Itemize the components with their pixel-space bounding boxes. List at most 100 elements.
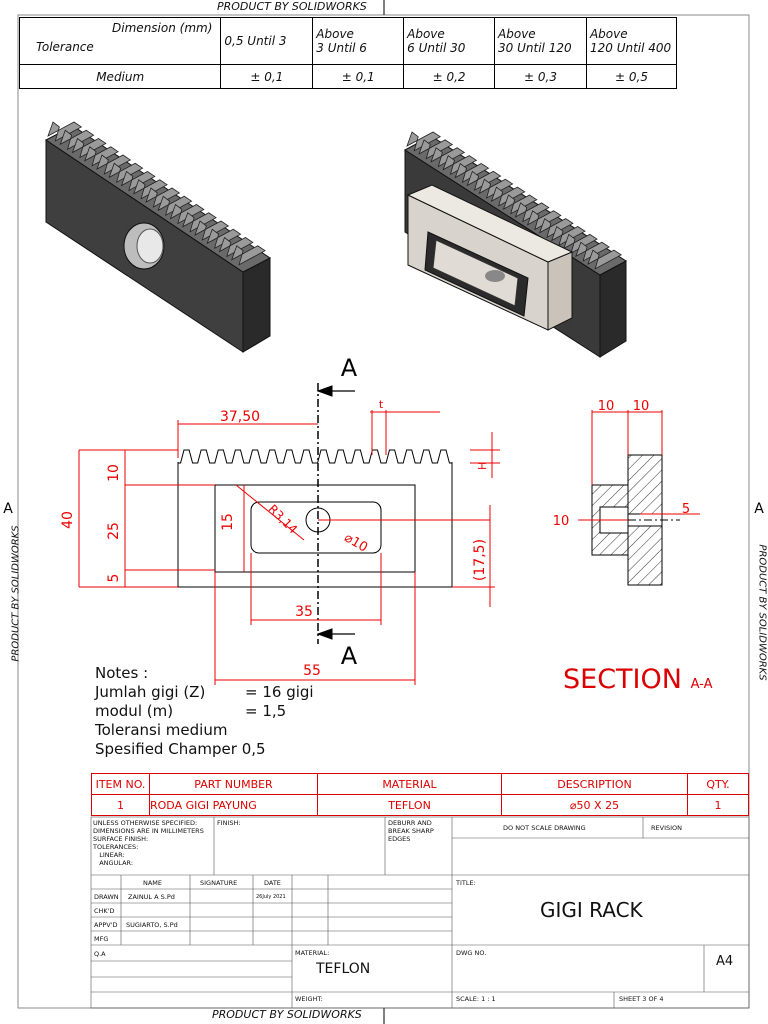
section-dimensions: [578, 410, 700, 521]
tb-title-label: TITLE:: [456, 879, 476, 887]
tb-role: MFG: [94, 935, 109, 943]
banner-bottom: PRODUCT BY SOLIDWORKS: [212, 1008, 362, 1021]
header-tolerance: Tolerance: [36, 40, 94, 54]
tb-general-notes: UNLESS OTHERWISE SPECIFIED: DIMENSIONS A…: [93, 819, 204, 867]
bom-header: DESCRIPTION: [501, 773, 688, 795]
header-dimension: Dimension (mm): [112, 21, 213, 35]
dim-15: 15: [220, 513, 236, 531]
section-dim-10b: 10: [633, 399, 650, 414]
tb-col-signature: SIGNATURE: [200, 879, 238, 887]
note-line: Jumlah gigi (Z) = 16 gigi: [95, 683, 314, 702]
tolerance-value: ± 0,2: [403, 64, 496, 89]
tolerance-value: ± 0,3: [494, 64, 587, 89]
rack-tooth: [587, 249, 622, 270]
tb-role: APPV'D: [94, 921, 118, 929]
tb-scale: SCALE: 1 : 1: [456, 995, 496, 1003]
range-label: 0,5 Until 3: [224, 34, 287, 48]
dim-r3: R3,14: [265, 502, 300, 537]
range-label: Above 3 Until 6: [316, 27, 367, 55]
tb-finish: FINISH:: [217, 819, 241, 827]
bom-cell: 1: [91, 794, 150, 816]
iso-view-rack-section: [404, 131, 627, 358]
section-dim-10c: 10: [553, 514, 570, 529]
front-dimensions: [78, 410, 500, 685]
section-dim-5: 5: [682, 502, 690, 517]
bom-cell: TEFLON: [317, 794, 502, 816]
bom-header: QTY.: [687, 773, 749, 795]
tb-title: GIGI RACK: [540, 898, 643, 922]
dim-35: 35: [295, 604, 313, 620]
side-banner-right: PRODUCT BY SOLIDWORKS: [756, 544, 768, 681]
tb-role: CHK'D: [94, 907, 115, 915]
dim-37-50: 37,50: [220, 409, 260, 425]
tb-name: ZAINUL A S.Pd: [128, 893, 175, 901]
bom-header: MATERIAL: [317, 773, 502, 795]
tb-deburr: DEBURR AND BREAK SHARP EDGES: [388, 819, 434, 843]
note-line: Toleransi medium: [95, 721, 314, 740]
bom-header: ITEM NO.: [91, 773, 150, 795]
range-label: Above 6 Until 30: [407, 27, 466, 55]
bom-cell: RODA GIGI PAYUNG: [149, 794, 318, 816]
range-cell: 0,5 Until 3: [220, 17, 314, 65]
side-banner-left: PRODUCT BY SOLIDWORKS: [10, 525, 22, 662]
dim-55: 55: [303, 663, 321, 679]
bom-header: PART NUMBER: [149, 773, 318, 795]
dim-17-5: (17,5): [472, 539, 488, 581]
tolerance-table: Dimension (mm) Tolerance 0,5 Until 3 Abo…: [18, 17, 678, 89]
iso-view-rack-front: [45, 121, 271, 353]
tb-do-not-scale: DO NOT SCALE DRAWING: [503, 824, 586, 832]
range-label: Above 120 Until 400: [589, 27, 672, 55]
bom-cell: ⌀50 X 25: [501, 794, 688, 816]
section-arrows: [316, 385, 355, 640]
note-value: = 1,5: [245, 702, 287, 720]
tb-sheet: SHEET 3 OF 4: [619, 995, 664, 1003]
range-cell: Above 6 Until 30: [403, 17, 496, 65]
tolerance-value: ± 0,5: [585, 64, 678, 89]
tolerance-value: ± 0,1: [220, 64, 314, 89]
tb-weight-label: WEIGHT:: [295, 995, 323, 1003]
section-title-word: SECTION: [563, 664, 682, 695]
zone-letter-right: A: [754, 501, 764, 517]
tb-role: Q.A: [94, 950, 106, 958]
dim-25: 25: [106, 522, 122, 540]
note-value: = 16 gigi: [245, 683, 314, 701]
tb-col-date: DATE: [264, 879, 281, 887]
note-label: Jumlah gigi (Z): [95, 683, 206, 701]
tb-size: A4: [716, 954, 734, 969]
banner-top: PRODUCT BY SOLIDWORKS: [217, 0, 367, 13]
range-cell: Above 3 Until 6: [312, 17, 405, 65]
rack-tooth: [231, 245, 266, 266]
tb-material-label: MATERIAL:: [295, 949, 330, 957]
tb-role: DRAWN: [94, 893, 119, 901]
tolerance-value: ± 0,1: [312, 64, 405, 89]
range-cell: Above 120 Until 400: [585, 17, 678, 65]
bill-of-materials: ITEM NO. PART NUMBER MATERIAL DESCRIPTIO…: [91, 773, 749, 816]
row-label-medium: Medium: [18, 64, 222, 89]
section-marker-top: A: [341, 354, 358, 382]
dim-phi10: ⌀10: [341, 530, 370, 555]
section-title: SECTION A-A: [563, 664, 712, 695]
dim-5: 5: [106, 574, 122, 583]
bom-cell: 1: [687, 794, 749, 816]
range-label: Above 30 Until 120: [498, 27, 572, 55]
tb-material: TEFLON: [316, 961, 371, 977]
note-label: Toleransi medium: [95, 721, 228, 739]
note-line: modul (m) = 1,5: [95, 702, 314, 721]
front-view: [177, 383, 453, 644]
note-line: Spesified Champer 0,5: [95, 740, 314, 759]
tb-revision: REVISION: [651, 824, 683, 832]
tolerance-header-cell: Dimension (mm) Tolerance: [18, 17, 222, 65]
notes-block: Notes : Jumlah gigi (Z) = 16 gigi modul (…: [95, 664, 314, 759]
dim-10: 10: [106, 464, 122, 482]
notes-title: Notes :: [95, 664, 149, 682]
range-cell: Above 30 Until 120: [494, 17, 587, 65]
tb-col-name: NAME: [143, 879, 163, 887]
tb-name: SUGIARTO, S.Pd: [126, 921, 178, 929]
section-title-suffix: A-A: [690, 677, 713, 692]
title-block-lines: [90, 816, 750, 1009]
dim-h: H: [476, 462, 489, 470]
note-label: modul (m): [95, 702, 174, 720]
dim-t: t: [379, 398, 384, 411]
